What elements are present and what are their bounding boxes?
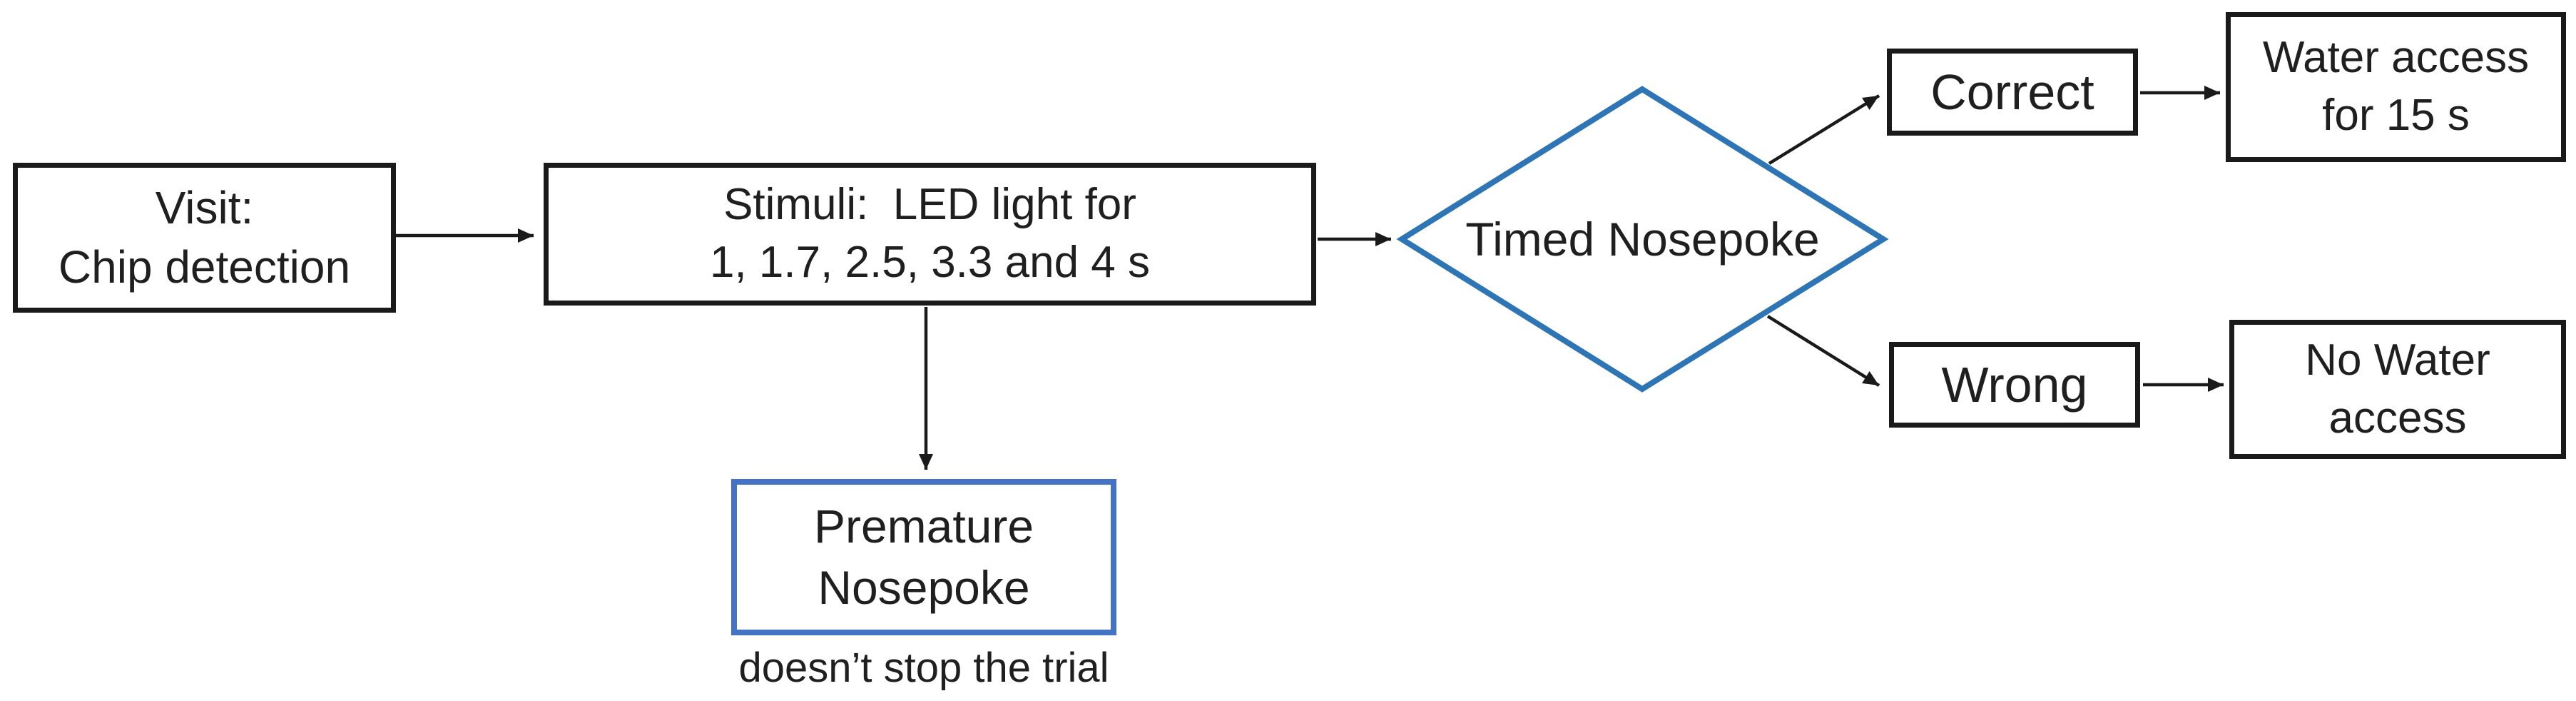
correct-label: Correct bbox=[1930, 64, 2094, 120]
water-access-node: Water access for 15 s bbox=[2226, 12, 2566, 162]
visit-line1: Visit: bbox=[155, 181, 254, 233]
no-water-node: No Water access bbox=[2229, 320, 2566, 459]
premature-caption: doesn’t stop the trial bbox=[738, 645, 1109, 691]
nowater-line2: access bbox=[2328, 393, 2467, 443]
decision-label: Timed Nosepoke bbox=[1465, 213, 1820, 266]
stimuli-line1: Stimuli: LED light for bbox=[723, 180, 1136, 230]
nowater-line1: No Water bbox=[2305, 335, 2490, 385]
stimuli-node: Stimuli: LED light for 1, 1.7, 2.5, 3.3 … bbox=[544, 163, 1316, 306]
water-line2: for 15 s bbox=[2322, 91, 2470, 140]
arrow-decision-to-correct bbox=[1768, 94, 1880, 165]
wrong-label: Wrong bbox=[1941, 356, 2088, 413]
premature-nosepoke-node: Premature Nosepoke bbox=[731, 479, 1116, 635]
premature-line1: Premature bbox=[813, 499, 1034, 553]
correct-node: Correct bbox=[1887, 49, 2138, 136]
water-line1: Water access bbox=[2262, 33, 2530, 83]
stimuli-line2: 1, 1.7, 2.5, 3.3 and 4 s bbox=[709, 238, 1150, 287]
visit-node: Visit: Chip detection bbox=[13, 163, 396, 313]
arrow-decision-to-wrong bbox=[1766, 315, 1880, 387]
wrong-node: Wrong bbox=[1889, 342, 2140, 428]
premature-line2: Nosepoke bbox=[818, 560, 1030, 614]
visit-line2: Chip detection bbox=[58, 241, 351, 293]
decision-diamond bbox=[1396, 86, 1889, 393]
